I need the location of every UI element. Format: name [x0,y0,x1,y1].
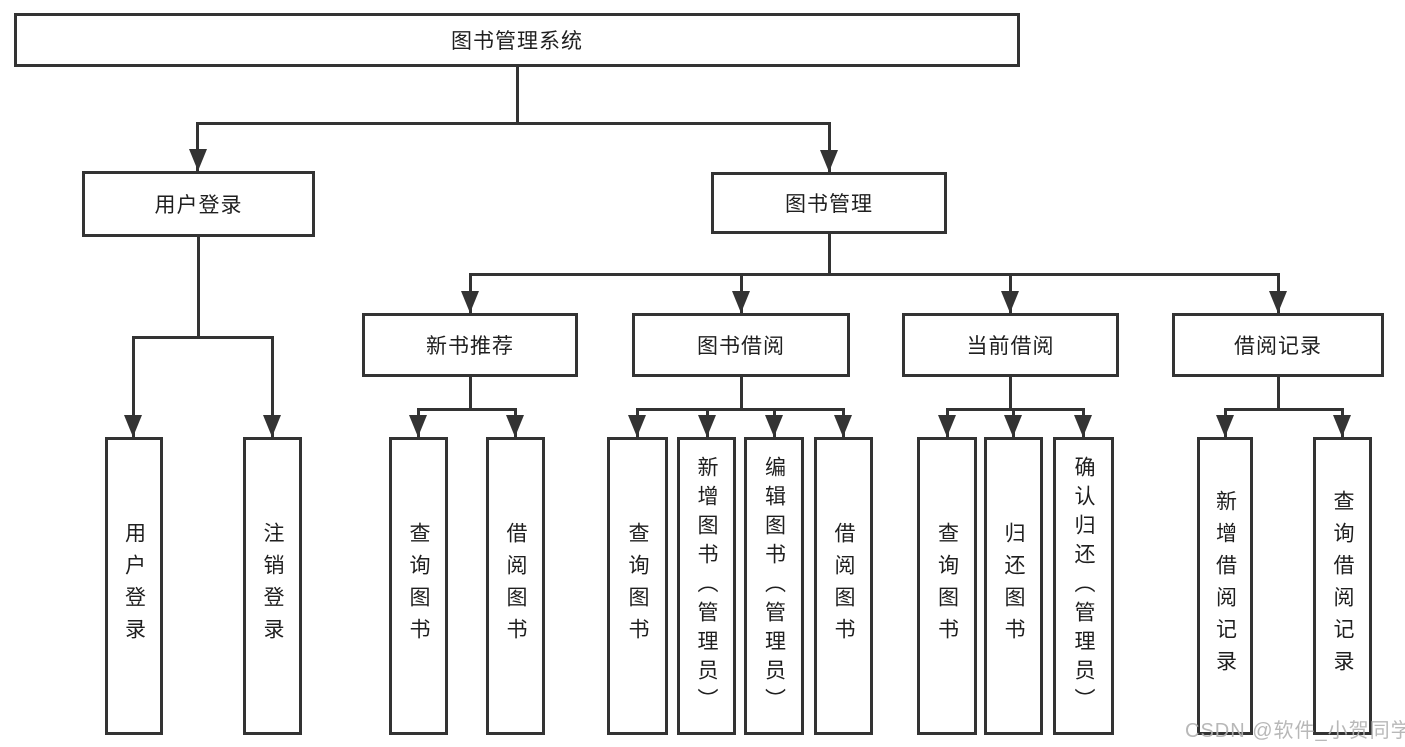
leaf-user-login: 用户登录 [105,437,163,735]
csdn-watermark: CSDN @软件_小贺同学 [1185,720,1405,742]
node-user-login: 用户登录 [82,171,315,237]
leaf-edit-books-admin: 编辑图书（管理员） [744,437,804,735]
leaf-label: 查询图书 [935,522,959,650]
connector-drop-leaf [132,336,135,437]
node-book-borrow: 图书借阅 [632,313,850,377]
node-book-management: 图书管理 [711,172,947,234]
connector-login-branch [133,336,273,339]
leaf-add-borrow-record: 新增借阅记录 [1197,437,1253,735]
connector-drop-user-login [196,122,199,171]
connector-root-branch [197,122,830,125]
node-borrow-records: 借阅记录 [1172,313,1384,377]
connector-drop-leaf [271,336,274,437]
leaf-add-books-admin: 新增图书（管理员） [677,437,736,735]
connector-newbook-branch [418,408,516,411]
leaf-confirm-return-admin: 确认归还（管理员） [1053,437,1114,735]
connector-records-branch [1225,408,1342,411]
leaf-borrow-books: 借阅图书 [486,437,545,735]
leaf-label: 查询图书 [626,522,649,650]
connector-current-stem [1009,377,1012,408]
leaf-label: 查询借阅记录 [1331,490,1354,682]
leaf-label: 借阅图书 [504,522,527,650]
leaf-query-books-3: 查询图书 [917,437,977,735]
connector-borrow-stem [740,377,743,408]
leaf-label: 确认归还（管理员） [1072,455,1095,717]
leaf-label: 注销登录 [261,522,284,650]
leaf-logout: 注销登录 [243,437,302,735]
arrow-down-icon [506,415,524,437]
leaf-query-borrow-record: 查询借阅记录 [1313,437,1372,735]
connector-records-stem [1277,377,1280,408]
arrow-down-icon [698,415,716,437]
arrow-down-icon [1074,415,1092,437]
node-current-borrow-label: 当前借阅 [966,335,1055,358]
node-user-login-label: 用户登录 [154,194,243,217]
connector-drop-book-management [828,122,831,172]
node-borrow-records-label: 借阅记录 [1234,335,1322,358]
connector-login-stem [197,236,200,336]
leaf-label: 用户登录 [122,522,146,650]
arrow-down-icon [1001,291,1019,313]
node-book-management-label: 图书管理 [785,193,873,216]
node-new-book-recommend: 新书推荐 [362,313,578,377]
connector-root-stem [516,66,519,122]
arrow-down-icon [765,415,783,437]
arrow-down-icon [938,415,956,437]
node-current-borrow: 当前借阅 [902,313,1119,377]
connector-mgmt-branch [470,273,1278,276]
leaf-borrow-books-2: 借阅图书 [814,437,873,735]
node-book-borrow-label: 图书借阅 [697,335,785,358]
leaf-label: 编辑图书（管理员） [762,455,786,717]
arrow-down-icon [263,415,281,437]
arrow-down-icon [1216,415,1234,437]
arrow-down-icon [1269,291,1287,313]
arrow-down-icon [820,150,838,172]
leaf-label: 归还图书 [1002,522,1025,650]
arrow-down-icon [732,291,750,313]
leaf-label: 借阅图书 [832,522,855,650]
connector-newbook-stem [469,377,472,408]
leaf-label: 查询图书 [407,522,430,650]
leaf-label: 新增图书（管理员） [695,455,718,717]
leaf-query-books: 查询图书 [389,437,448,735]
arrow-down-icon [834,415,852,437]
connector-mgmt-stem [828,234,831,273]
leaf-query-books-2: 查询图书 [607,437,668,735]
arrow-down-icon [1333,415,1351,437]
arrow-down-icon [461,291,479,313]
node-new-book-recommend-label: 新书推荐 [426,335,514,358]
connector-current-branch [947,408,1083,411]
arrow-down-icon [628,415,646,437]
arrow-down-icon [409,415,427,437]
node-library-system: 图书管理系统 [14,13,1020,67]
arrow-down-icon [189,149,207,171]
connector-borrow-branch [637,408,843,411]
node-library-system-label: 图书管理系统 [451,30,583,53]
arrow-down-icon [1004,415,1022,437]
leaf-label: 新增借阅记录 [1213,490,1237,682]
leaf-return-books: 归还图书 [984,437,1043,735]
arrow-down-icon [124,415,142,437]
